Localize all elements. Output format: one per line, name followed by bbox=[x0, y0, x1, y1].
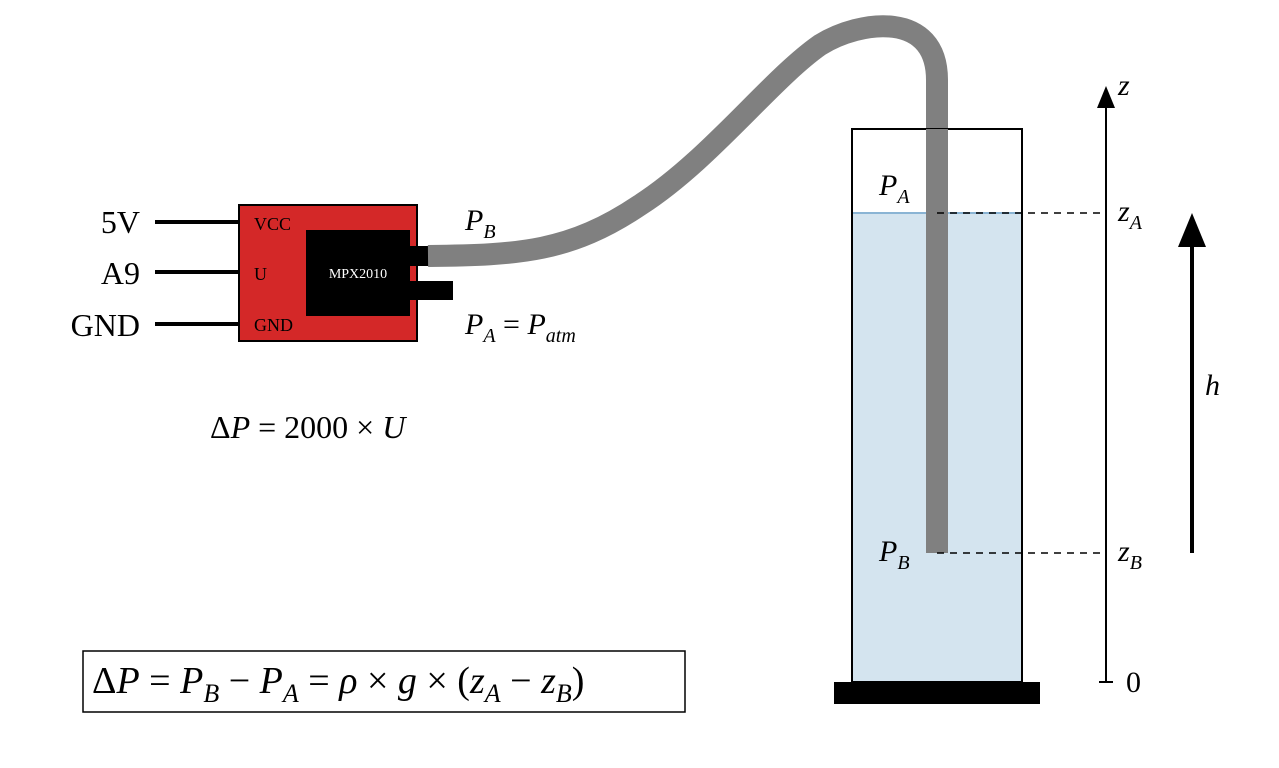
main-formula: ΔP = PB − PA = ρ × g × (zA − zB) bbox=[92, 660, 584, 708]
zb-label: zB bbox=[1117, 535, 1142, 574]
sensor-chip bbox=[306, 230, 410, 316]
column-pb-label: PB bbox=[878, 535, 910, 574]
pin-u-internal-label: U bbox=[254, 264, 267, 284]
conversion-formula: ΔP = 2000 × U bbox=[210, 409, 407, 445]
chip-name: MPX2010 bbox=[329, 267, 387, 282]
column-base bbox=[834, 682, 1040, 704]
pin-gnd-label: GND bbox=[71, 307, 140, 343]
port-b-label: PB bbox=[464, 204, 496, 243]
z-axis-zero-label: 0 bbox=[1126, 666, 1141, 699]
port-b bbox=[408, 246, 430, 266]
port-a-label: PA = Patm bbox=[464, 308, 576, 347]
port-a bbox=[408, 281, 453, 300]
height-label: h bbox=[1205, 369, 1220, 402]
pin-wires bbox=[155, 220, 239, 326]
pin-5v-label: 5V bbox=[101, 204, 140, 240]
z-axis-arrowhead bbox=[1097, 86, 1115, 108]
height-arrowhead bbox=[1178, 213, 1206, 247]
pin-gnd-internal-label: GND bbox=[254, 315, 293, 335]
pin-a9-label: A9 bbox=[101, 255, 140, 291]
z-axis-label: z bbox=[1117, 69, 1130, 102]
za-label: zA bbox=[1117, 195, 1143, 234]
column-pa-label: PA bbox=[878, 169, 910, 208]
formula-box bbox=[82, 650, 686, 713]
pressure-tube bbox=[427, 15, 948, 553]
pin-vcc-internal-label: VCC bbox=[254, 214, 291, 234]
